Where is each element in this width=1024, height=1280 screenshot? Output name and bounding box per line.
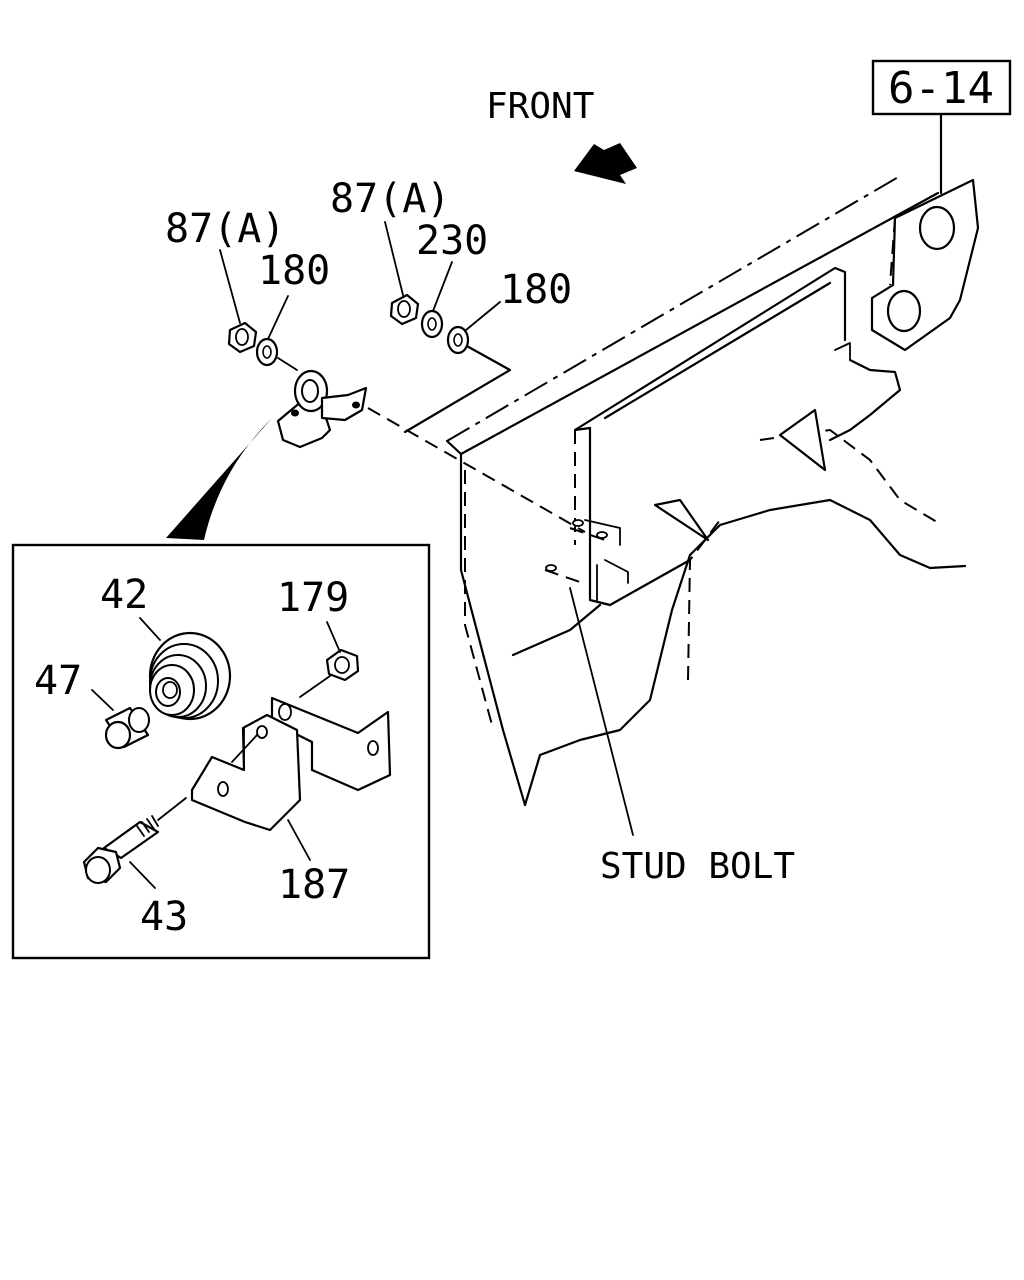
front-arrow-icon bbox=[574, 143, 637, 184]
leader-stud-bolt bbox=[569, 587, 634, 836]
label-43: 43 bbox=[140, 894, 188, 940]
label-230: 230 bbox=[416, 218, 488, 264]
reference-box bbox=[871, 59, 1012, 116]
right-washer-leader bbox=[403, 343, 512, 434]
leader-87a-left bbox=[219, 249, 241, 324]
label-42: 42 bbox=[100, 572, 148, 618]
leader-47 bbox=[91, 689, 114, 711]
nut-87a-right[interactable] bbox=[389, 293, 420, 326]
label-47: 47 bbox=[34, 658, 82, 704]
leader-180-left bbox=[267, 295, 289, 340]
leader-179 bbox=[326, 621, 341, 653]
washer-230[interactable] bbox=[420, 309, 444, 339]
bracket-axis bbox=[231, 734, 258, 763]
washer-180-right[interactable] bbox=[446, 325, 470, 355]
collar-47[interactable] bbox=[104, 706, 150, 750]
leader-187 bbox=[287, 819, 311, 861]
reference-callout[interactable]: 6-14 bbox=[871, 59, 1012, 195]
nut-179[interactable] bbox=[325, 648, 360, 682]
left-stack-leader bbox=[277, 357, 298, 371]
leader-180-right bbox=[465, 301, 501, 331]
label-87a-left: 87(A) bbox=[165, 206, 285, 252]
leader-87a-right bbox=[384, 221, 404, 296]
pulley-42[interactable] bbox=[148, 631, 232, 721]
nut-axis bbox=[299, 675, 331, 698]
corner-bracket bbox=[870, 178, 980, 352]
bolt-axis bbox=[157, 797, 187, 821]
stud-bolt-icon bbox=[544, 519, 629, 601]
leader-230 bbox=[432, 261, 453, 312]
nut-87a-left[interactable] bbox=[227, 321, 258, 354]
front-label: FRONT bbox=[486, 86, 594, 127]
bolt-43[interactable] bbox=[82, 815, 160, 884]
mounting-panel bbox=[544, 266, 851, 607]
leader-43 bbox=[129, 861, 156, 889]
label-180-left: 180 bbox=[258, 248, 330, 294]
cab-frame bbox=[445, 175, 967, 807]
leader-42 bbox=[139, 617, 161, 641]
label-187: 187 bbox=[278, 862, 350, 908]
detail-pointer-icon bbox=[166, 418, 272, 540]
pulley-assembly bbox=[276, 369, 368, 449]
bracket-187[interactable] bbox=[190, 696, 392, 832]
washer-180-left[interactable] bbox=[255, 337, 279, 367]
label-stud-bolt: STUD BOLT bbox=[600, 846, 795, 887]
label-180-right: 180 bbox=[500, 267, 572, 313]
label-87a-right: 87(A) bbox=[330, 176, 450, 222]
mount-centerline bbox=[367, 407, 586, 533]
label-179: 179 bbox=[277, 575, 349, 621]
reference-label: 6-14 bbox=[888, 63, 994, 114]
detail-inset: 42 47 179 187 bbox=[11, 543, 431, 960]
